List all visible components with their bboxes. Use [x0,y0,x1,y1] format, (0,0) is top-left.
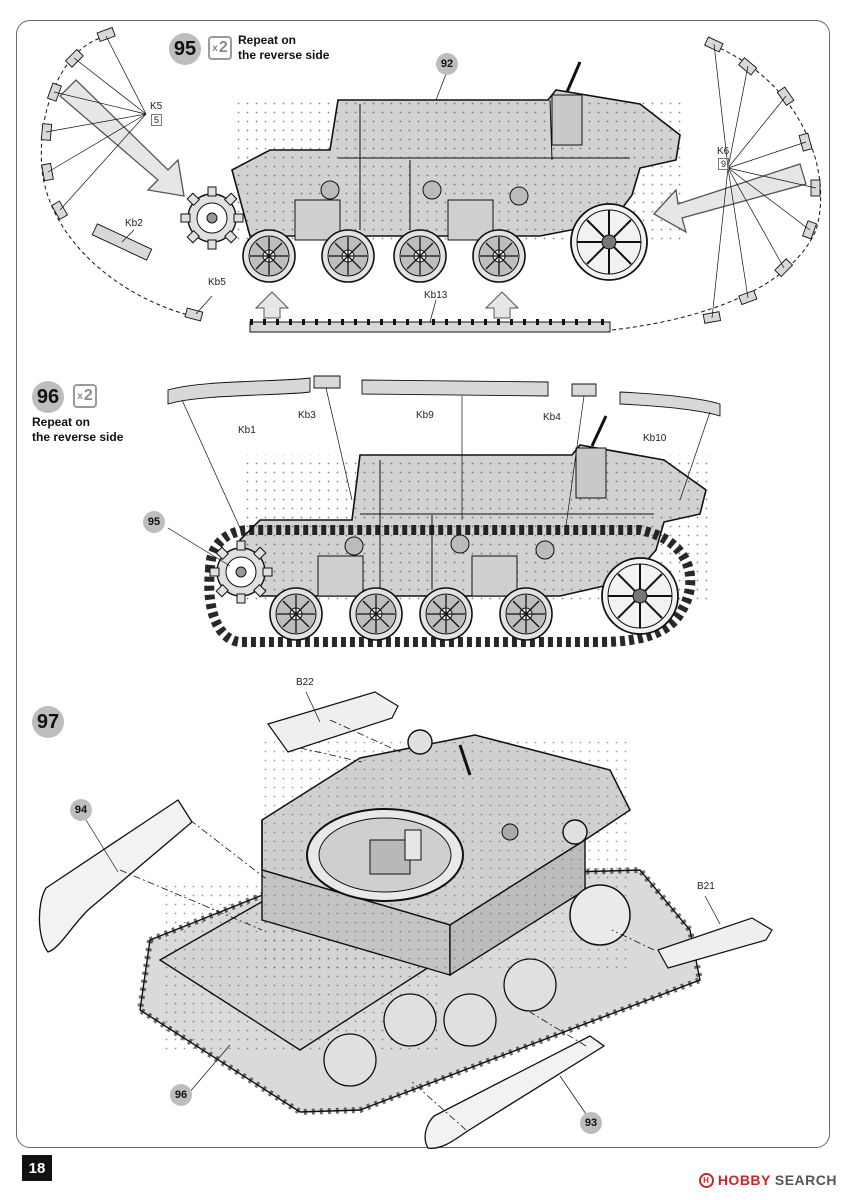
step-96-illustration [167,375,721,647]
watermark: H HOBBY SEARCH [698,1172,837,1188]
hobbysearch-logo-icon: H [698,1172,714,1188]
part-callout-93: 93 [580,1112,602,1134]
part-callout-95: 95 [143,511,165,533]
repeat-note: Repeat on the reverse side [238,33,329,63]
repeat-note: Repeat on the reverse side [32,415,123,445]
part-qty-k6: 9 [718,158,730,170]
part-callout-94: 94 [70,799,92,821]
part-label-b21: B21 [697,881,715,892]
part-label-k6: K6 [717,146,730,157]
repeat-note-line2: the reverse side [32,430,124,444]
step-number: 96 [32,381,64,413]
repeat-note-line1: Repeat on [32,415,91,429]
repeat-note-line1: Repeat on [238,33,297,47]
part-label-kb4: Kb4 [543,412,561,423]
step-number: 97 [32,706,64,738]
part-label-k5: K5 [150,101,163,112]
part-callout-92: 92 [436,53,458,75]
part-label-kb1: Kb1 [238,425,256,436]
repeat-count: 2 [83,387,93,404]
part-label-kb9: Kb9 [416,410,434,421]
watermark-text: SEARCH [774,1172,837,1188]
part-qty-k5: 5 [151,114,163,126]
part-label-kb2: Kb2 [125,218,143,229]
page-border [16,20,830,1148]
step-97-illustration [38,691,773,1149]
part-label-kb13: Kb13 [424,290,448,301]
page-number: 18 [22,1155,52,1181]
part-label-b22: B22 [296,677,314,688]
part-callout-96: 96 [170,1084,192,1106]
watermark-brand: HOBBY [717,1172,771,1188]
multiply-icon: x [212,42,218,54]
step-number: 95 [169,33,201,65]
repeat-count: 2 [218,39,228,56]
repeat-note-line2: the reverse side [238,48,330,62]
step-95-illustration [40,26,822,333]
part-label-kb10: Kb10 [643,433,667,444]
part-label-kb3: Kb3 [298,410,316,421]
part-label-kb5: Kb5 [208,277,226,288]
multiply-icon: x [77,390,83,402]
